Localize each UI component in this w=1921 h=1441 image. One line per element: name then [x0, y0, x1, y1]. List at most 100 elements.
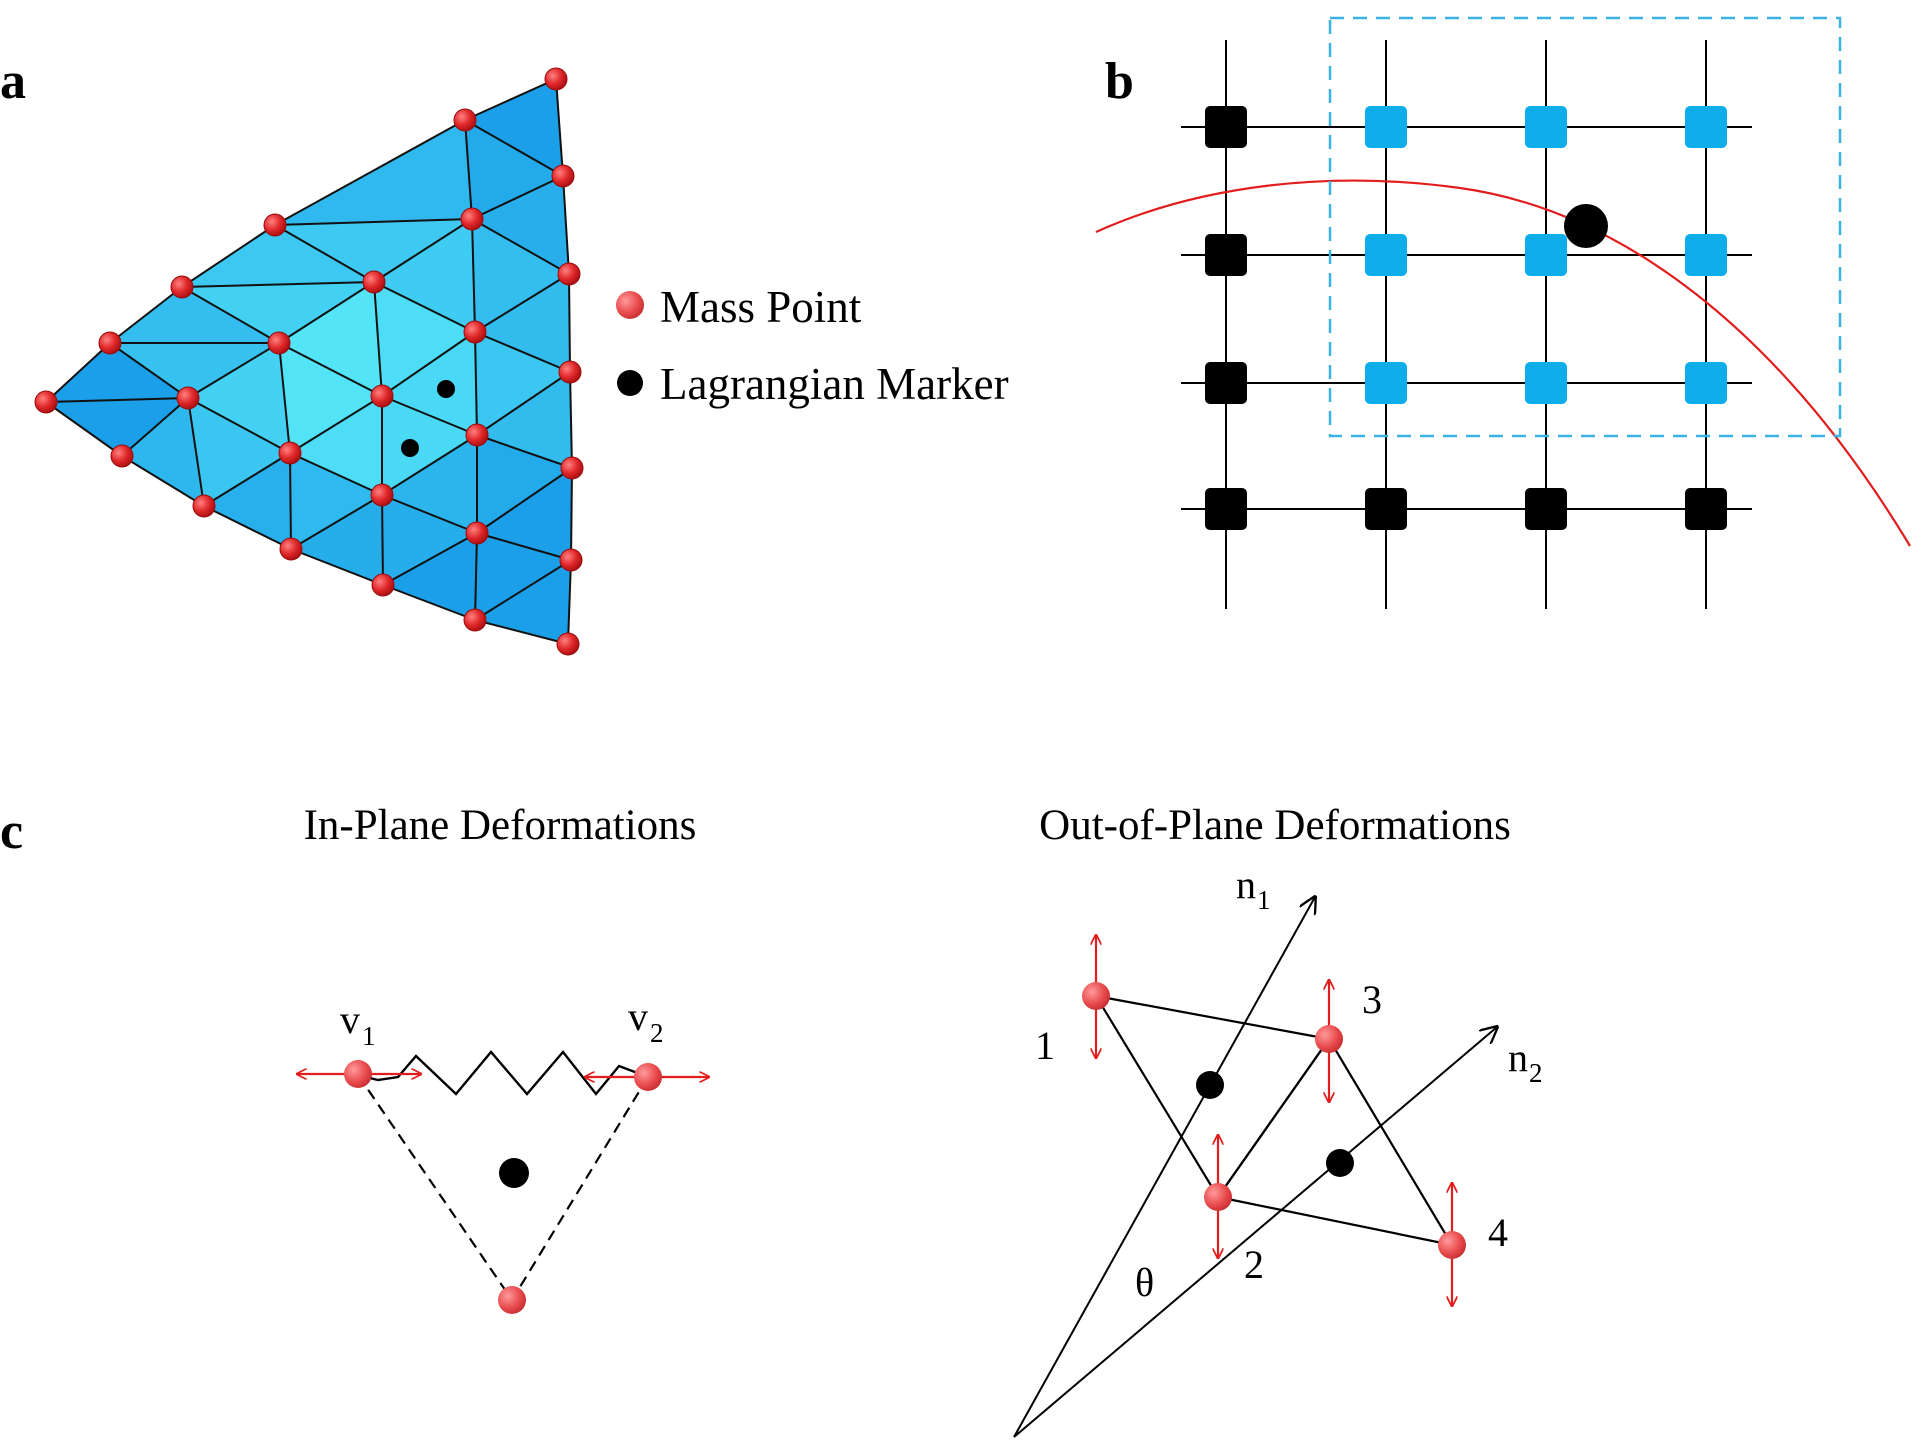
legend-mass-point-icon [616, 291, 644, 319]
mass-point [453, 108, 477, 132]
mass-point [465, 423, 489, 447]
mesh-edge [464, 78, 557, 121]
mass-point [279, 537, 303, 561]
label-angle-theta: θ [1135, 1260, 1154, 1305]
mass-point [498, 1286, 526, 1314]
eulerian-grid-nodes [1205, 106, 1727, 530]
mesh-edge [474, 273, 570, 333]
legend-mass-point-label: Mass Point [660, 282, 862, 332]
mesh-edge [45, 397, 189, 403]
mesh-edge [567, 559, 572, 645]
mesh-edge [290, 494, 383, 550]
mass-point [344, 1060, 372, 1088]
mesh-edge [373, 218, 473, 283]
grid-node [1205, 362, 1247, 404]
mesh-edge [476, 434, 573, 469]
panel-b: b [1095, 16, 1911, 609]
mass-point [370, 483, 394, 507]
grid-node-stencil [1365, 234, 1407, 276]
mesh-edge [289, 452, 292, 550]
mesh-edge [274, 224, 375, 283]
mass-point [176, 386, 200, 410]
mesh-edge [187, 397, 205, 507]
mesh-edge [382, 584, 476, 621]
spring [357, 1050, 649, 1096]
in-plane-diagram: In-Plane Deformations v1 v2 [297, 802, 709, 1314]
mesh-edge [464, 119, 473, 220]
mesh-edge [570, 467, 573, 561]
mesh-edge [274, 119, 466, 226]
grid-node-stencil [1365, 106, 1407, 148]
mass-point-2 [1204, 1183, 1232, 1211]
mesh-edge [474, 331, 478, 436]
mass-point [544, 67, 568, 91]
lagrangian-marker [1326, 1149, 1354, 1177]
mesh-edge [181, 286, 280, 344]
mesh-edge [274, 218, 473, 226]
mesh-edge [109, 286, 183, 344]
legend-lagrangian-marker-label: Lagrangian Marker [660, 359, 1009, 409]
mesh-edge [45, 342, 111, 403]
interface-curve [1095, 179, 1911, 547]
normal-vector-n2 [1013, 1027, 1497, 1438]
mesh-edge [121, 397, 189, 457]
mass-point-4 [1438, 1231, 1466, 1259]
grid-node [1685, 488, 1727, 530]
panel-c: c In-Plane Deformations v1 v2 Out-of-Pla… [0, 802, 1543, 1438]
mesh-edge [181, 224, 276, 288]
label-n1: n1 [1236, 862, 1271, 915]
mesh-edge [569, 371, 573, 469]
mass-point [362, 270, 386, 294]
label-v1-sub: 1 [362, 1021, 376, 1051]
label-n2-base: n [1508, 1035, 1528, 1080]
mesh-edge [203, 505, 292, 550]
mesh-edge [373, 281, 383, 397]
out-of-plane-diagram: Out-of-Plane Deformations [1013, 802, 1543, 1438]
label-node-3: 3 [1362, 977, 1382, 1022]
label-v2-base: v [628, 994, 648, 1039]
mesh-edge [474, 331, 571, 373]
mesh-edge [381, 434, 478, 496]
mesh-edge [381, 395, 478, 436]
mesh-edge [278, 281, 375, 344]
lagrangian-marker [437, 380, 455, 398]
mesh-edge [471, 218, 476, 333]
mesh-edge [109, 342, 189, 399]
mass-point [110, 444, 134, 468]
mass-point [170, 275, 194, 299]
mass-point [192, 494, 216, 518]
triangular-mesh-fills [44, 78, 573, 645]
mass-point-nodes [34, 67, 584, 656]
element-triangle-234 [1216, 1037, 1454, 1247]
mass-point-1 [1082, 982, 1110, 1010]
mesh-edge [278, 342, 383, 397]
label-v2: v2 [628, 994, 664, 1048]
mesh-edge [278, 342, 291, 454]
lagrangian-marker [499, 1158, 529, 1188]
mesh-edge [381, 331, 476, 397]
label-v1: v1 [340, 997, 376, 1051]
dashed-edge [511, 1076, 649, 1301]
out-of-plane-title: Out-of-Plane Deformations [1039, 802, 1511, 849]
grid-node [1205, 106, 1247, 148]
mesh-edge [474, 559, 572, 621]
mass-point [34, 390, 58, 414]
grid-node-stencil [1365, 362, 1407, 404]
mass-point [559, 548, 583, 572]
mass-point [263, 213, 287, 237]
mesh-edge [476, 371, 571, 436]
grid-node-stencil [1685, 106, 1727, 148]
label-n2: n2 [1508, 1035, 1543, 1088]
dashed-edge [357, 1074, 513, 1301]
mass-point [371, 573, 395, 597]
eulerian-grid-lines [1181, 40, 1752, 609]
mesh-edge [181, 281, 375, 288]
label-node-1: 1 [1035, 1023, 1055, 1068]
grid-node [1365, 488, 1407, 530]
grid-node [1525, 488, 1567, 530]
mass-point [551, 164, 575, 188]
legend: Mass Point Lagrangian Marker [616, 282, 1009, 409]
mass-point [463, 608, 487, 632]
lagrangian-marker [401, 439, 419, 457]
